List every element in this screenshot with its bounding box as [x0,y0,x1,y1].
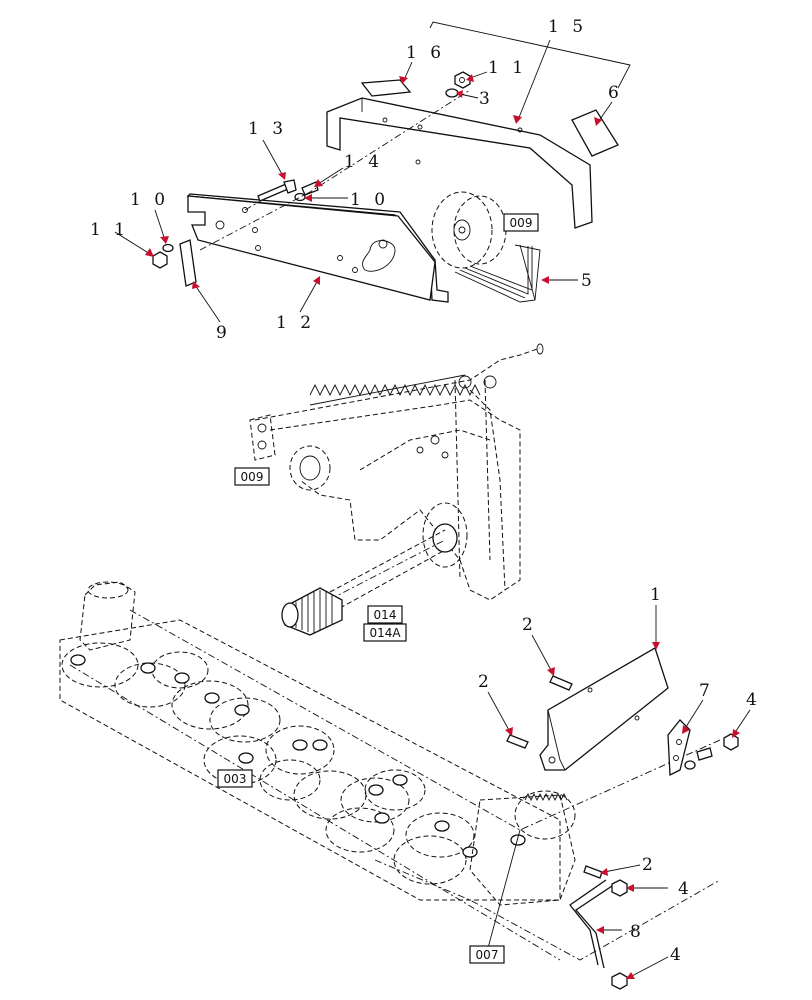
callout-2-upper: 2 [522,615,537,635]
ref-007: 007 [469,945,505,964]
pad-16 [360,79,412,97]
callout-2-lower: 2 [642,855,657,875]
bracket-7 [667,719,691,777]
callout-2-middle: 2 [478,672,493,692]
reference-boxes: 009 009 014 014A 003 007 [217,213,539,964]
svg-text:014: 014 [374,608,397,622]
bolt-2-lower [583,865,603,879]
washer-7 [684,760,696,770]
pad-6 [571,109,619,157]
callout-4-middle: 4 [678,879,693,899]
nut-4-bottom [611,972,628,990]
frame-assembly-ghost [249,343,544,636]
washer-10-left [162,243,174,253]
svg-text:009: 009 [241,470,264,484]
callout-13: 1 3 [248,119,287,139]
callout-9: 9 [216,323,231,343]
callout-12: 1 2 [276,313,315,333]
callout-3: 3 [479,89,494,109]
gearbox-shield-1 [539,647,669,771]
svg-text:014A: 014A [369,626,401,640]
pulley-assembly [431,191,507,269]
svg-text:009: 009 [510,216,533,230]
callout-14: 1 4 [344,152,383,172]
ref-009-top: 009 [503,213,539,232]
callout-1: 1 [650,585,665,605]
bolt-7 [696,747,713,761]
callout-4-right: 4 [746,690,761,710]
bolt-2-upper [549,675,573,691]
bolt-13 [257,179,297,202]
ref-014A: 014A [363,623,407,642]
callout-15: 1 5 [548,17,587,37]
cutterbar-assembly [59,581,721,961]
leader-lines [114,39,751,979]
mounting-plate-12 [186,193,449,303]
callout-bracket-15 [429,21,631,89]
bracket-9 [179,239,197,287]
ref-009-mid: 009 [234,467,270,486]
ref-014: 014 [367,605,403,624]
rod-8 [569,879,613,969]
nut-11-left [152,251,168,269]
callout-8: 8 [630,922,645,942]
callout-7: 7 [699,681,714,701]
callout-10-right: 1 0 [350,190,389,210]
callout-10-left: 1 0 [130,190,169,210]
callout-labels: 1 6 1 5 1 1 3 6 1 3 1 4 1 0 1 0 1 1 9 1 … [90,17,761,965]
callout-5: 5 [581,271,596,291]
shield-cover-15 [326,97,593,229]
ref-003: 003 [217,769,253,788]
callout-16: 1 6 [406,43,445,63]
svg-text:003: 003 [224,772,247,786]
nut-4-right [723,733,739,751]
callout-6: 6 [608,83,623,103]
bolt-2-middle [506,734,529,749]
callout-11-top: 1 1 [488,58,527,78]
nut-4-middle [611,879,628,897]
svg-text:007: 007 [476,948,499,962]
callout-11-left: 1 1 [90,220,129,240]
nut-11-top [454,71,471,89]
belt-5 [454,244,541,303]
callout-4-bottom: 4 [670,945,685,965]
